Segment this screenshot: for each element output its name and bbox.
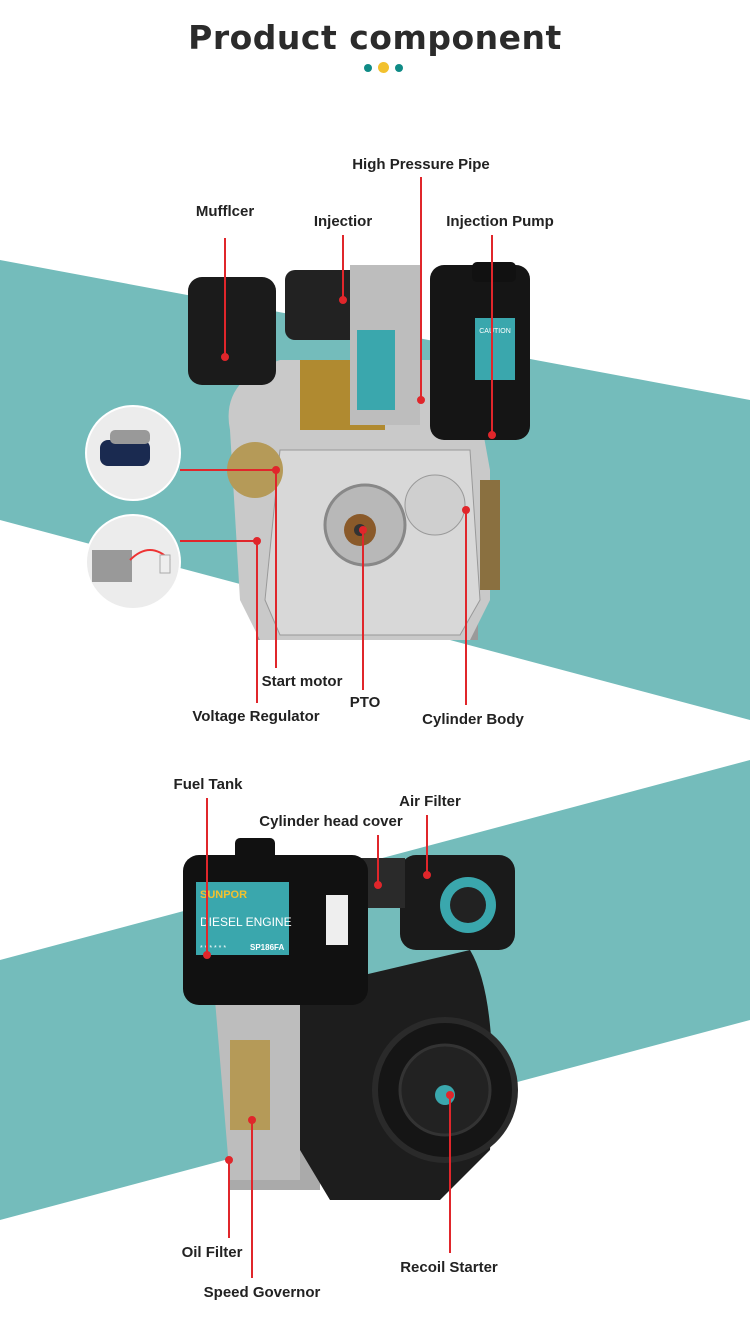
- label-speed-governor: Speed Governor: [203, 1284, 321, 1301]
- top-engine-image: CAUTION: [188, 262, 530, 640]
- label-pto: PTO: [349, 694, 381, 711]
- tank-brand: SUNPOR: [200, 889, 247, 901]
- caution-sticker-text: CAUTION: [479, 328, 511, 335]
- label-cylinder-body: Cylinder Body: [422, 711, 524, 728]
- tank-stars: * * * * * *: [200, 945, 226, 952]
- voltage-regulator-inset: [85, 514, 181, 610]
- label-oil-filter: Oil Filter: [181, 1244, 243, 1261]
- tank-name: DIESEL ENGINE: [200, 915, 292, 929]
- label-muffler: Mufflcer: [195, 203, 255, 220]
- bottom-leader-lines: [203, 798, 454, 1278]
- bottom-engine-image: SUNPOR DIESEL ENGINE * * * * * * SP186FA: [183, 838, 518, 1200]
- label-air-filter: Air Filter: [399, 793, 461, 810]
- start-motor-inset: [85, 405, 181, 501]
- label-start-motor: Start motor: [261, 673, 343, 690]
- label-fuel-tank: Fuel Tank: [173, 776, 243, 793]
- tank-model: SP186FA: [250, 943, 284, 952]
- label-recoil-starter: Recoil Starter: [400, 1259, 498, 1276]
- label-injector: Injectior: [313, 213, 373, 230]
- label-cylinder-head-cover: Cylinder head cover: [259, 813, 403, 830]
- dot: [378, 62, 389, 73]
- top-leader-lines: [180, 177, 496, 705]
- page-title: Product component: [188, 18, 562, 57]
- dot: [395, 63, 403, 72]
- label-high-pressure-pipe: High Pressure Pipe: [352, 156, 490, 173]
- dot: [364, 63, 372, 72]
- label-injection-pump: Injection Pump: [446, 213, 554, 230]
- title-dots-decoration: [364, 62, 403, 73]
- label-voltage-regulator: Voltage Regulator: [192, 708, 320, 725]
